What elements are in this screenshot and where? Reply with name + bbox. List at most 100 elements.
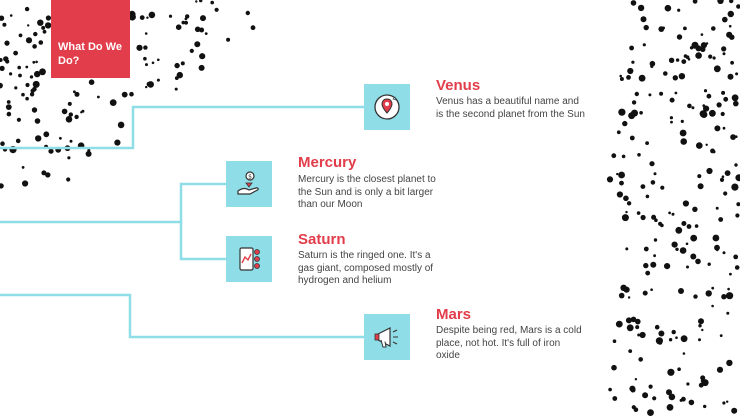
decorative-dot xyxy=(703,89,708,93)
item-title-venus: Venus xyxy=(436,77,481,94)
decorative-dot xyxy=(80,111,83,114)
decorative-dot xyxy=(24,6,30,12)
decorative-dot xyxy=(697,183,704,190)
saturn-icon-box xyxy=(226,236,272,282)
decorative-dot xyxy=(677,367,681,372)
decorative-dot xyxy=(627,296,631,299)
location-pin-icon xyxy=(374,94,400,120)
decorative-dot xyxy=(642,290,648,296)
decorative-dot xyxy=(620,284,627,291)
decorative-dot xyxy=(672,75,678,81)
decorative-dot xyxy=(643,246,649,252)
decorative-dot xyxy=(726,359,733,367)
decorative-dot xyxy=(711,304,714,308)
decorative-dot xyxy=(724,170,731,177)
decorative-dot xyxy=(6,111,12,117)
decorative-dot xyxy=(13,50,18,56)
decorative-dot xyxy=(714,244,720,251)
decorative-dot xyxy=(649,161,655,167)
decorative-dot xyxy=(675,58,680,62)
decorative-dot xyxy=(189,48,194,54)
decorative-dot xyxy=(702,104,706,108)
decorative-dot xyxy=(706,93,712,99)
decorative-dot xyxy=(668,211,671,215)
decorative-dot xyxy=(658,26,665,32)
decorative-dot xyxy=(691,106,695,110)
decorative-dot xyxy=(0,183,4,189)
decorative-dot xyxy=(25,37,33,44)
decorative-dot xyxy=(114,139,121,146)
decorative-dot xyxy=(718,217,724,222)
decorative-dot xyxy=(210,0,214,5)
decorative-dot xyxy=(631,100,637,105)
decorative-dot xyxy=(640,184,646,190)
decorative-dot xyxy=(619,180,624,186)
decorative-dot xyxy=(176,71,183,79)
decorative-dot xyxy=(15,138,21,144)
decorative-dot xyxy=(727,73,734,80)
decorative-dot xyxy=(664,4,672,12)
decorative-dot xyxy=(37,19,44,26)
decorative-dot xyxy=(729,0,734,4)
decorative-dot xyxy=(199,53,206,60)
decorative-dot xyxy=(686,224,692,229)
decorative-dot xyxy=(181,20,186,25)
decorative-dot xyxy=(88,79,95,85)
decorative-dot xyxy=(66,177,71,182)
decorative-dot xyxy=(21,166,25,169)
decorative-dot xyxy=(0,82,3,89)
decorative-dot xyxy=(0,58,3,62)
decorative-dot xyxy=(730,134,736,141)
decorative-dot xyxy=(735,213,740,218)
decorative-dot xyxy=(618,171,625,179)
decorative-dot xyxy=(621,214,629,222)
decorative-dot xyxy=(735,135,738,138)
decorative-dot xyxy=(32,86,37,92)
decorative-dot xyxy=(0,141,5,146)
decorative-dot xyxy=(35,60,38,64)
decorative-dot xyxy=(655,337,664,345)
decorative-dot xyxy=(736,202,740,207)
decorative-dot xyxy=(67,156,71,160)
decorative-dot xyxy=(734,163,738,167)
decorative-dot xyxy=(647,409,654,416)
decorative-dot xyxy=(625,210,628,214)
decorative-dot xyxy=(639,331,646,339)
decorative-dot xyxy=(675,247,679,251)
decorative-dot xyxy=(639,111,643,115)
decorative-dot xyxy=(630,387,636,393)
decorative-dot xyxy=(611,153,617,159)
decorative-dot xyxy=(701,328,704,332)
decorative-dot xyxy=(645,194,650,199)
decorative-dot xyxy=(180,61,185,66)
decorative-dot xyxy=(73,90,76,94)
decorative-dot xyxy=(198,64,205,71)
decorative-dot xyxy=(43,131,50,138)
decorative-dot xyxy=(726,31,733,38)
decorative-dot xyxy=(157,58,160,62)
decorative-dot xyxy=(18,33,23,38)
decorative-dot xyxy=(719,334,723,337)
decorative-dot xyxy=(151,61,155,65)
decorative-dot xyxy=(688,399,695,406)
decorative-dot xyxy=(45,172,51,178)
decorative-dot xyxy=(636,211,641,215)
decorative-dot xyxy=(226,37,231,42)
decorative-dot xyxy=(45,15,52,21)
decorative-dot xyxy=(2,22,7,27)
svg-text:$: $ xyxy=(248,174,252,181)
decorative-dot xyxy=(699,110,707,118)
item-desc-mercury: Mercury is the closest planet to the Sun… xyxy=(298,174,436,210)
decorative-dot xyxy=(630,0,637,6)
decorative-dot xyxy=(29,75,34,79)
decorative-dot xyxy=(658,330,665,337)
decorative-dot xyxy=(637,333,641,337)
decorative-dot xyxy=(679,129,687,137)
decorative-dot xyxy=(626,324,634,332)
decorative-dot xyxy=(723,96,729,102)
decorative-dot xyxy=(204,32,208,35)
decorative-dot xyxy=(626,201,632,206)
decorative-dot xyxy=(184,17,188,21)
decorative-dot xyxy=(710,148,715,154)
decorative-dot xyxy=(9,14,13,17)
